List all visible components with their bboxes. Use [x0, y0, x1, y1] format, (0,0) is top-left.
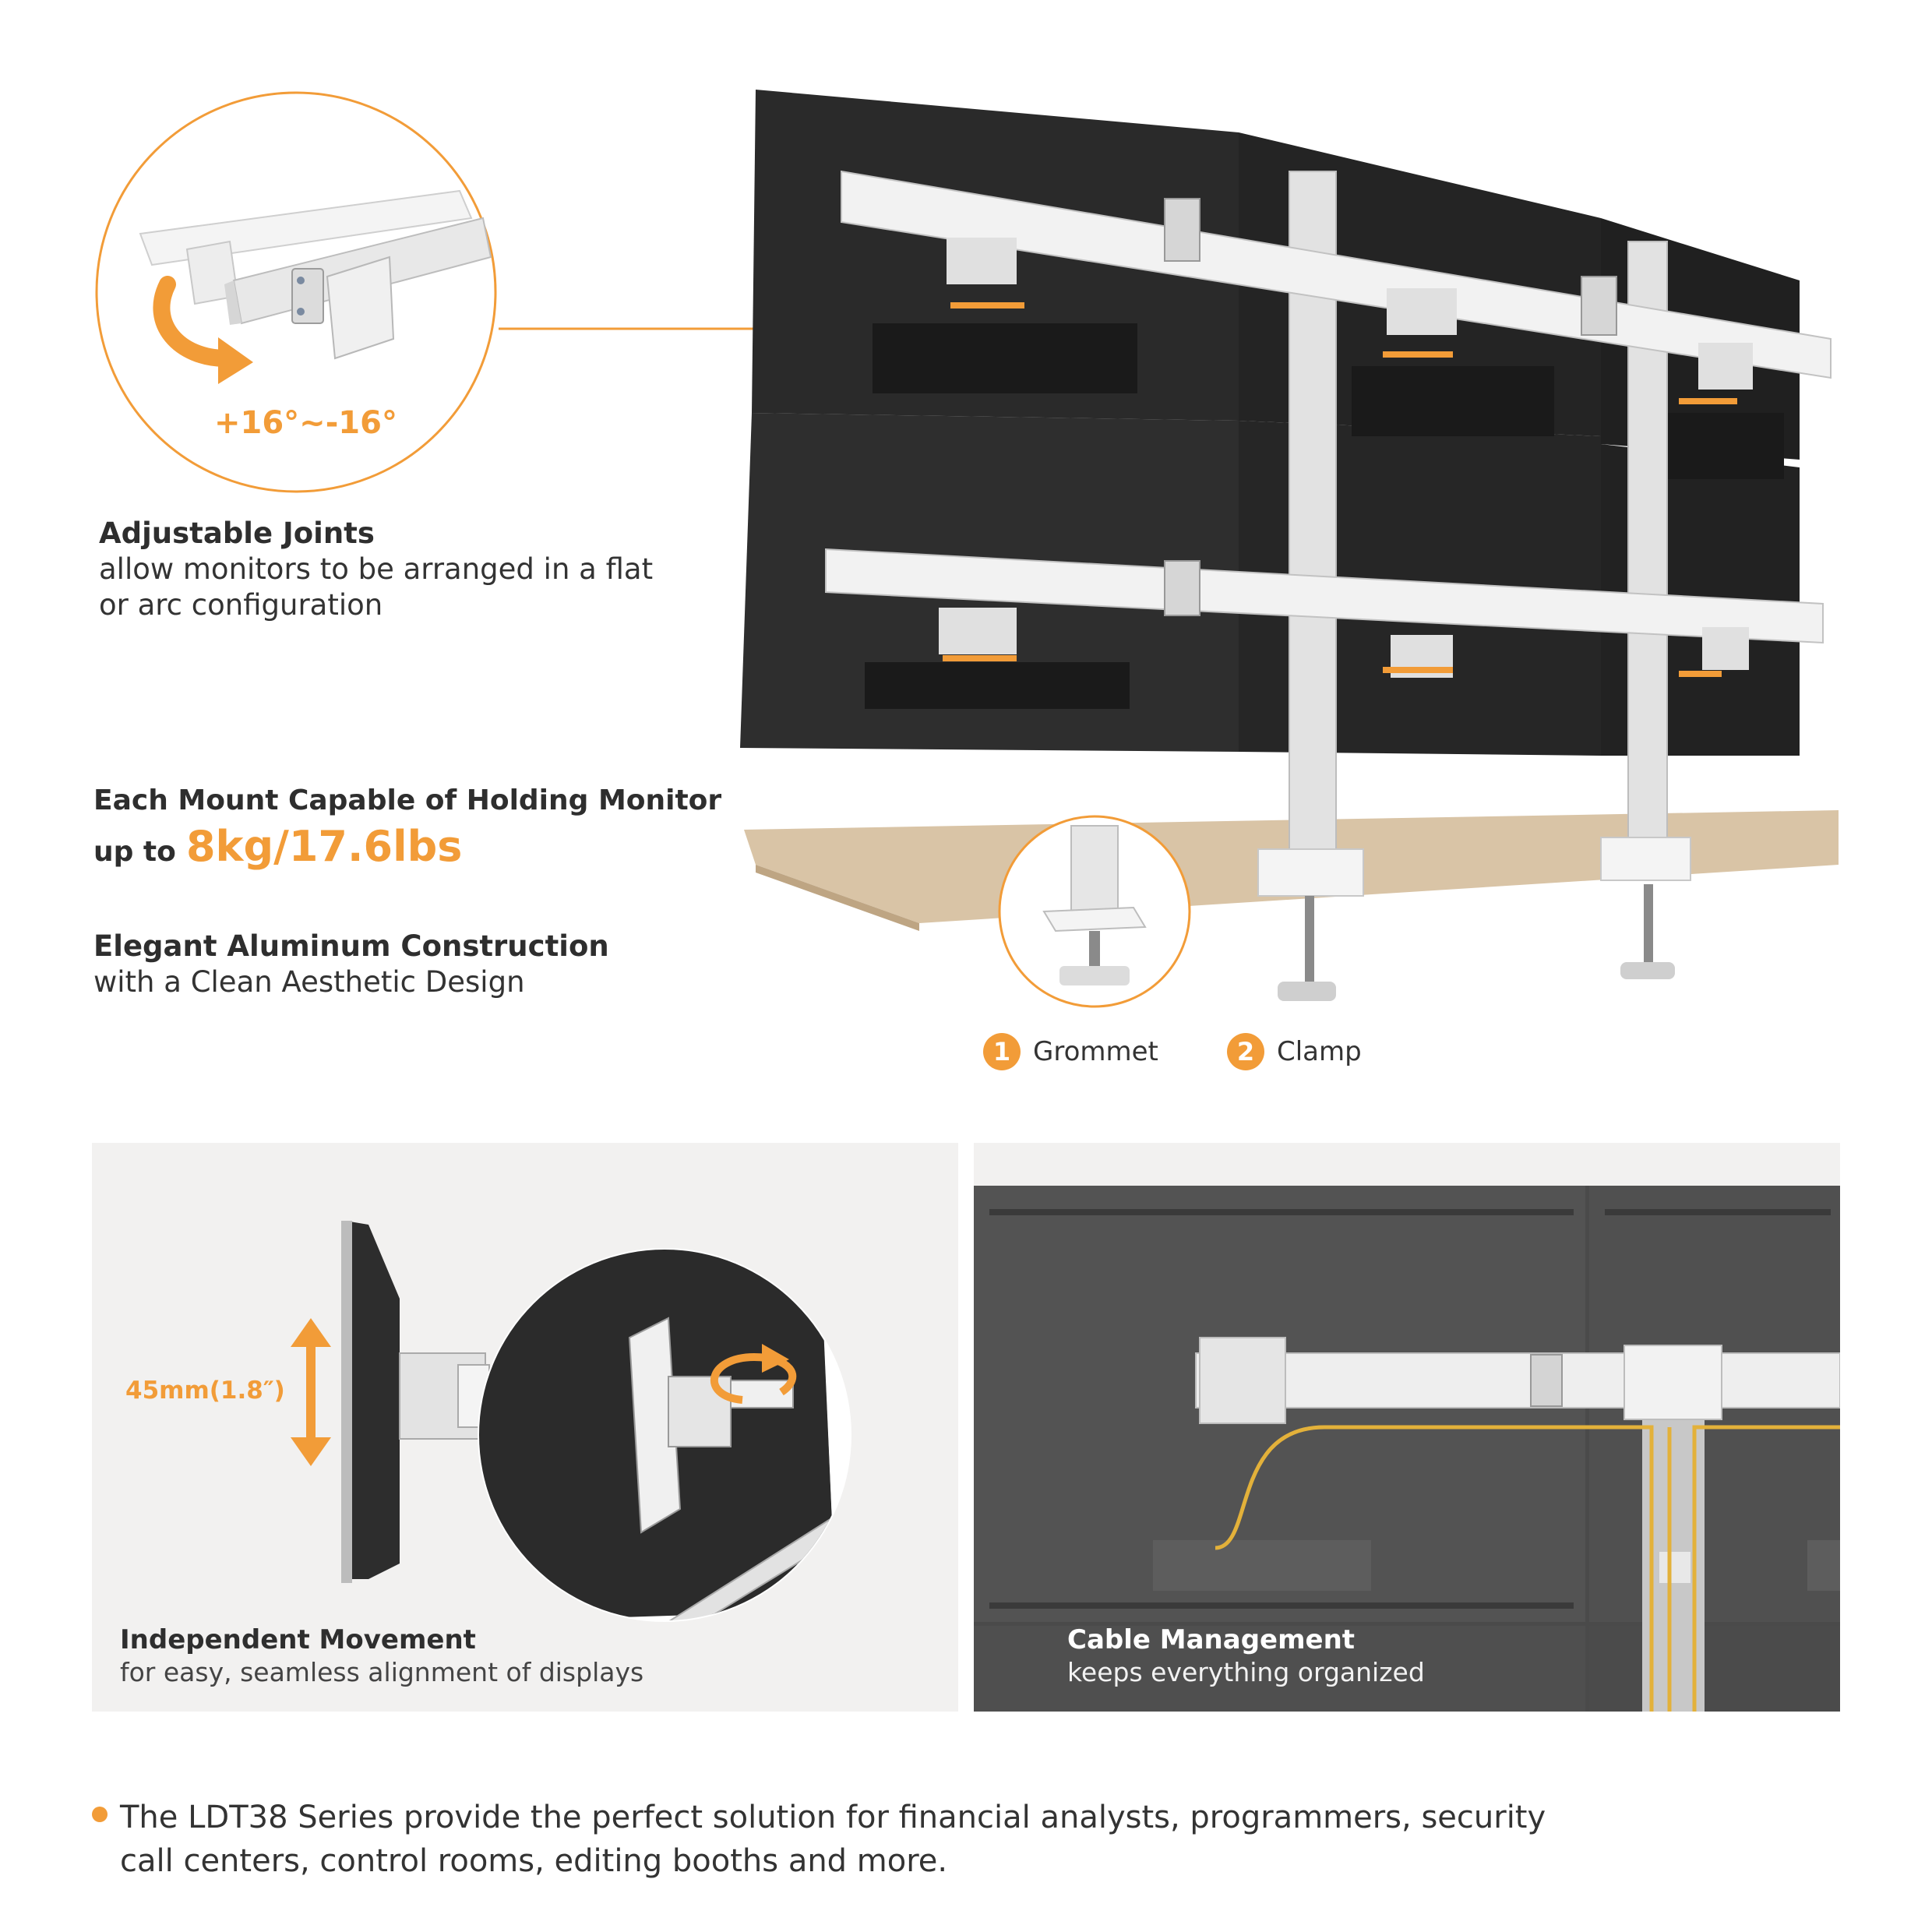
option-grommet: 1 Grommet — [983, 1032, 1158, 1071]
movement-panel: 45mm(1.8″) Independent Movement for easy… — [92, 1143, 958, 1712]
movement-desc: for easy, seamless alignment of displays — [120, 1657, 644, 1687]
six-monitor-illustration — [740, 90, 1839, 1001]
footer-note: The LDT38 Series provide the perfect sol… — [92, 1796, 1845, 1883]
footer-line2: call centers, control rooms, editing boo… — [120, 1843, 948, 1879]
grommet-detail-circle — [997, 814, 1192, 1009]
movement-measure-label: 45mm(1.8″) — [125, 1377, 285, 1405]
cable-title: Cable Management — [1067, 1624, 1356, 1655]
joint-detail-illustration — [95, 91, 497, 493]
joints-title: Adjustable Joints — [99, 516, 375, 550]
joints-desc-line2: or arc configuration — [99, 588, 383, 622]
footer-line1: The LDT38 Series provide the perfect sol… — [120, 1800, 1546, 1835]
construction-text-block: Elegant Aluminum Construction with a Cle… — [93, 929, 779, 1000]
construction-desc: with a Clean Aesthetic Design — [93, 965, 525, 999]
movement-illustration — [291, 1221, 851, 1622]
option-label: Clamp — [1277, 1036, 1362, 1067]
capacity-value: 8kg/17.6lbs — [185, 822, 463, 871]
capacity-prefix: up to — [93, 836, 176, 868]
bullet-dot — [92, 1807, 108, 1822]
joints-text-block: Adjustable Joints allow monitors to be a… — [99, 516, 738, 623]
cable-illustration — [974, 1186, 1840, 1712]
option-number-badge: 2 — [1227, 1033, 1264, 1070]
joints-desc-line1: allow monitors to be arranged in a flat — [99, 552, 654, 586]
movement-title: Independent Movement — [120, 1624, 476, 1655]
cable-desc: keeps everything organized — [1067, 1657, 1425, 1687]
option-label: Grommet — [1033, 1036, 1158, 1067]
option-clamp: 2 Clamp — [1227, 1032, 1362, 1071]
option-number-badge: 1 — [983, 1033, 1021, 1070]
capacity-line1: Each Mount Capable of Holding Monitor — [93, 784, 722, 816]
joint-detail-circle: +16°~-16° — [93, 90, 499, 495]
cable-panel: Cable Management keeps everything organi… — [974, 1143, 1840, 1712]
capacity-text-block: Each Mount Capable of Holding Monitor up… — [93, 783, 779, 871]
joint-angle-label: +16°~-16° — [214, 405, 397, 441]
cable-text-block: Cable Management keeps everything organi… — [1067, 1624, 1768, 1689]
construction-title: Elegant Aluminum Construction — [93, 929, 609, 963]
monitor-mount-hero — [732, 78, 1846, 1044]
movement-text-block: Independent Movement for easy, seamless … — [120, 1624, 899, 1689]
